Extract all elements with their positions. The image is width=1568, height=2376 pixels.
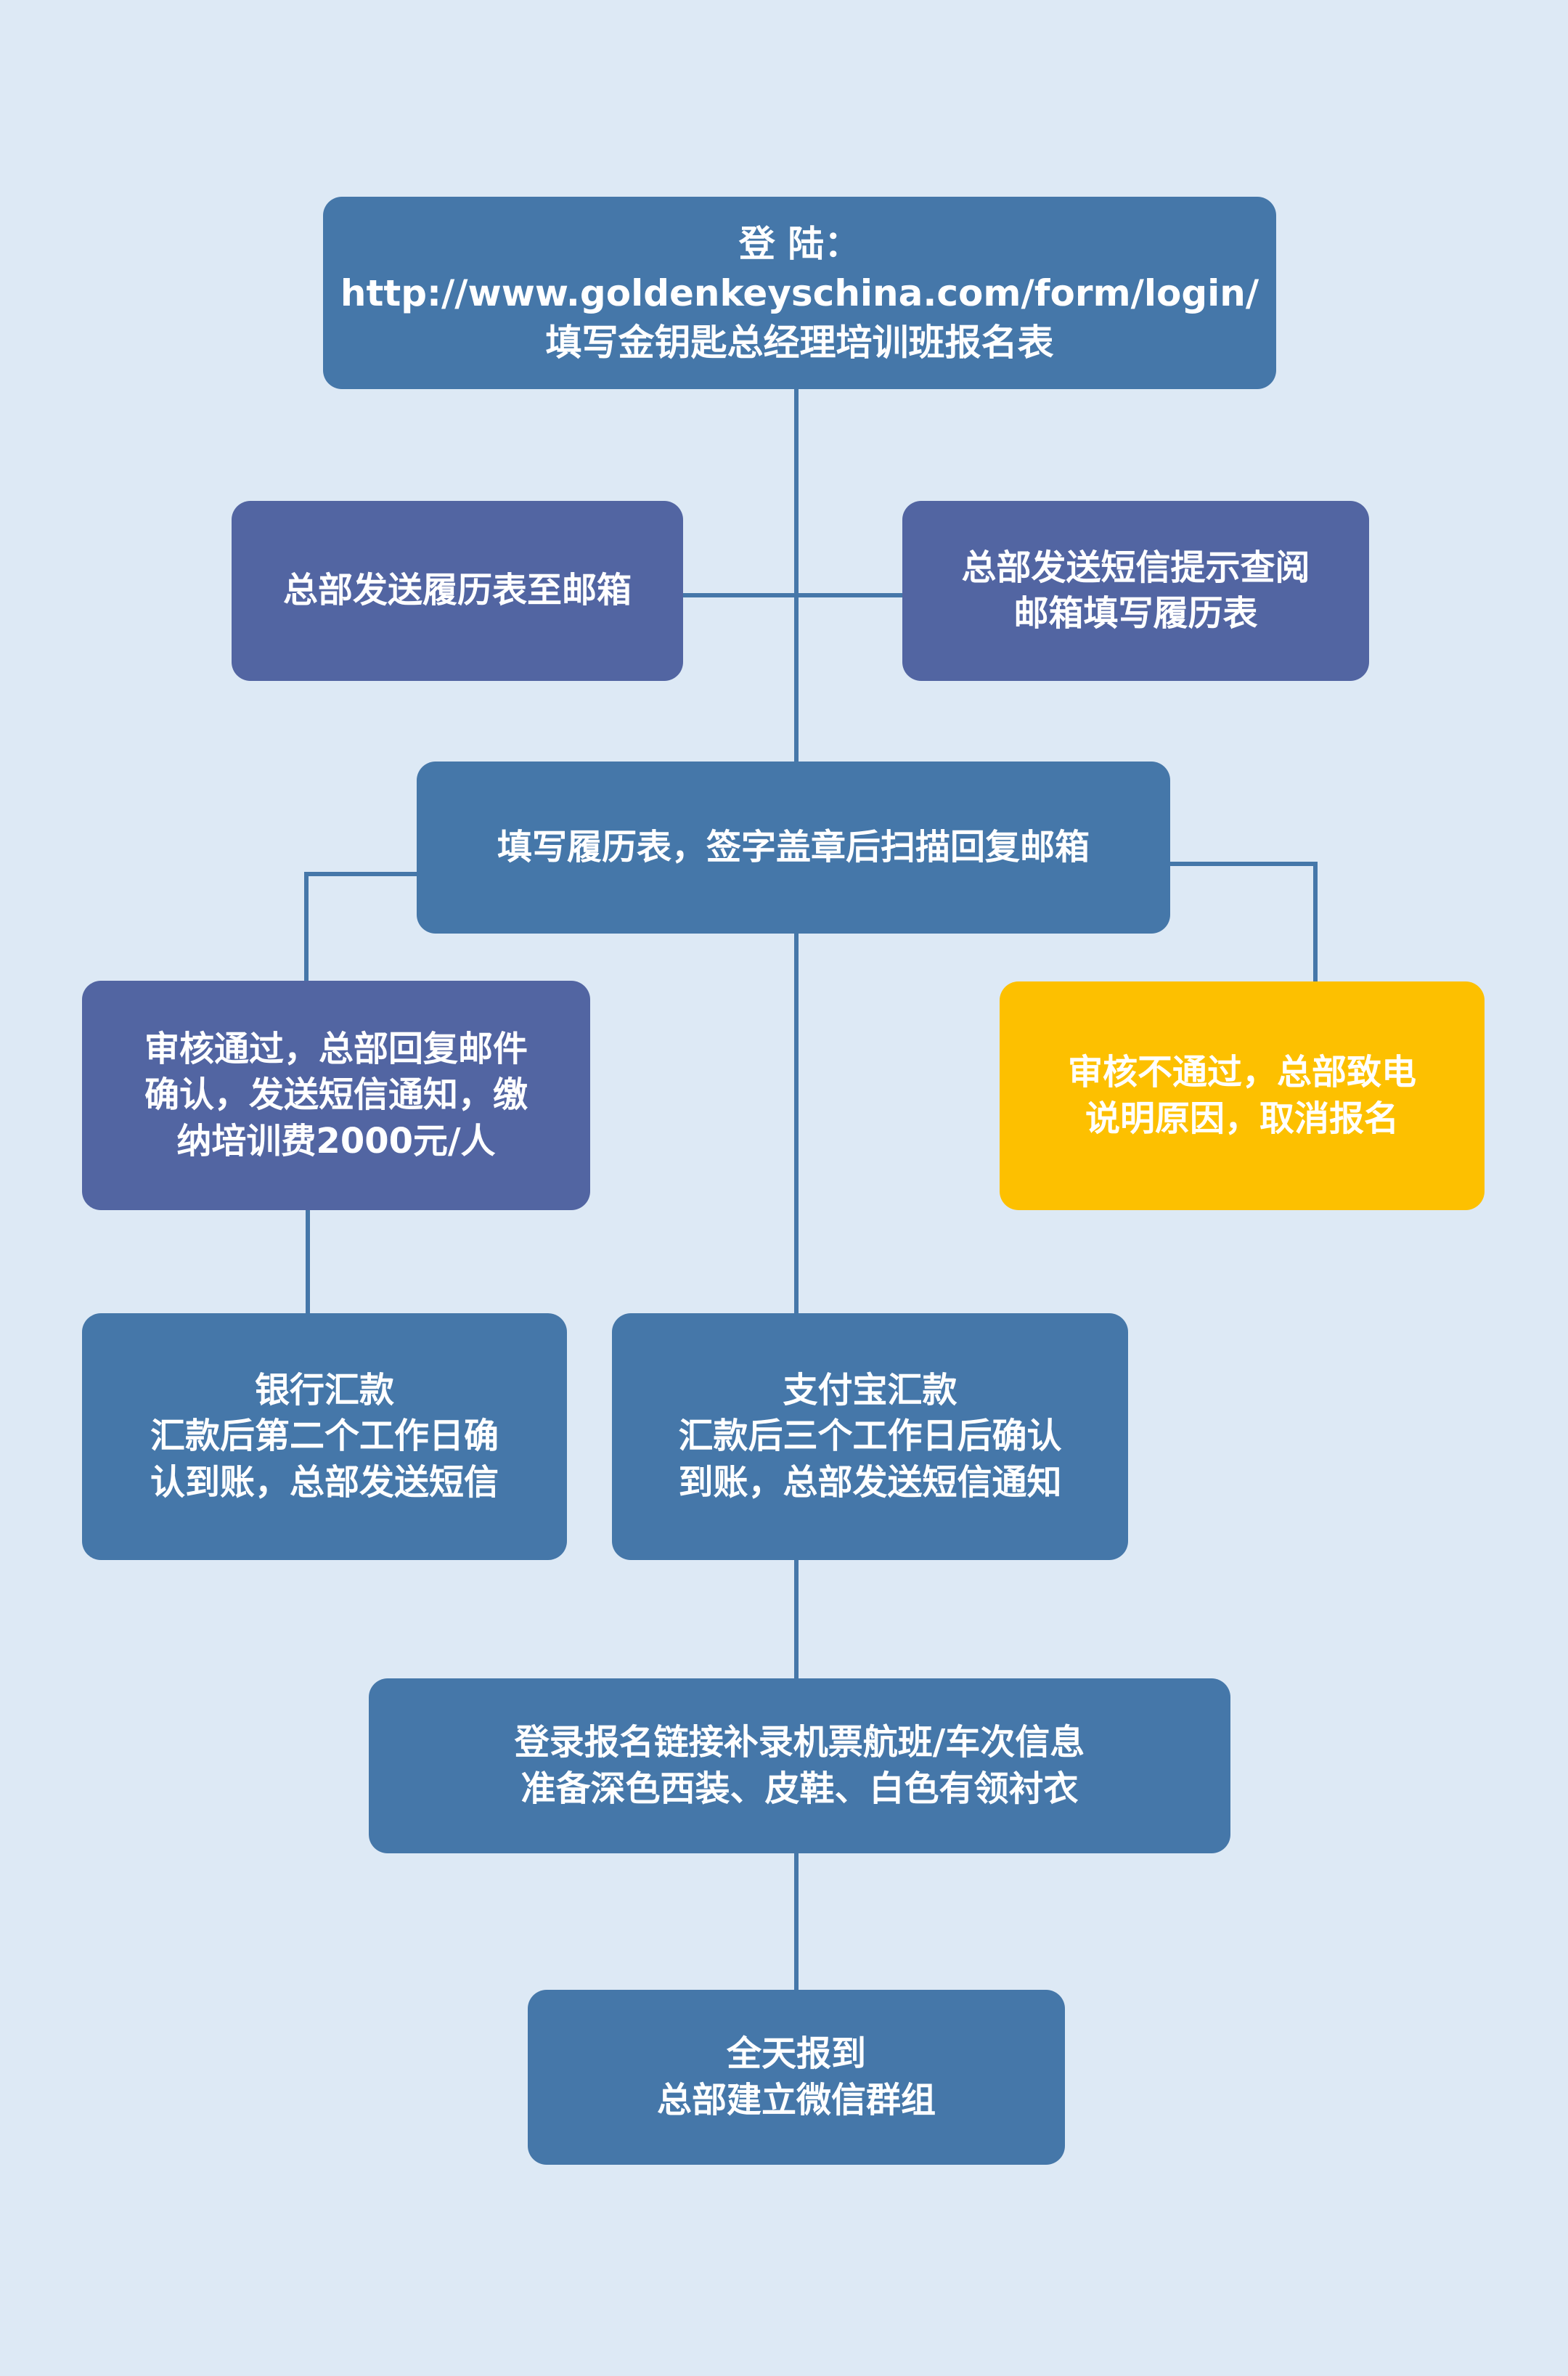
rejected-line-2: 说明原因，取消报名: [1085, 1098, 1399, 1139]
approved-line-2: 确认，发送短信通知，缴: [144, 1074, 528, 1116]
travel-info-box: 登录报名链接补录机票航班/车次信息 准备深色西装、皮鞋、白色有领衬衣: [369, 1678, 1230, 1853]
alipay-transfer-line-2: 汇款后三个工作日后确认: [678, 1416, 1062, 1457]
bank-transfer-title: 银行汇款: [254, 1369, 394, 1411]
travel-info-line-2: 准备深色西装、皮鞋、白色有领衬衣: [520, 1768, 1079, 1809]
fill-resume-text: 填写履历表，签字盖章后扫描回复邮箱: [497, 826, 1090, 867]
sms-notice-line-1: 总部发送短信提示查阅: [961, 547, 1310, 588]
login-form-title: 填写金钥匙总经理培训班报名表: [545, 321, 1054, 364]
fill-resume-box: 填写履历表，签字盖章后扫描回复邮箱: [417, 762, 1170, 934]
rejected-line-1: 审核不通过，总部致电: [1067, 1052, 1416, 1093]
approved-box: 审核通过，总部回复邮件 确认，发送短信通知，缴 纳培训费2000元/人: [82, 981, 590, 1210]
alipay-transfer-box: 支付宝汇款 汇款后三个工作日后确认 到账，总部发送短信通知: [612, 1313, 1128, 1560]
login-box: 登 陆： http://www.goldenkeyschina.com/form…: [323, 197, 1276, 389]
check-in-line-2: 总部建立微信群组: [656, 2079, 936, 2120]
connector-fill-to-approved: [304, 872, 417, 981]
approved-line-1: 审核通过，总部回复邮件: [144, 1028, 528, 1069]
login-label: 登 陆：: [738, 222, 861, 265]
alipay-transfer-line-3: 到账，总部发送短信通知: [678, 1461, 1062, 1503]
send-resume-box: 总部发送履历表至邮箱: [232, 501, 683, 681]
check-in-line-1: 全天报到: [726, 2033, 866, 2075]
send-resume-text: 总部发送履历表至邮箱: [282, 570, 632, 611]
check-in-box: 全天报到 总部建立微信群组: [528, 1990, 1065, 2165]
bank-transfer-line-2: 汇款后第二个工作日确: [150, 1416, 499, 1457]
rejected-box: 审核不通过，总部致电 说明原因，取消报名: [1000, 981, 1485, 1210]
connector-fill-to-rejected: [1169, 862, 1318, 982]
sms-notice-box: 总部发送短信提示查阅 邮箱填写履历表: [902, 501, 1369, 681]
bank-transfer-box: 银行汇款 汇款后第二个工作日确 认到账，总部发送短信: [82, 1313, 567, 1560]
alipay-transfer-title: 支付宝汇款: [783, 1369, 957, 1411]
approved-line-3: 纳培训费2000元/人: [176, 1120, 496, 1162]
travel-info-line-1: 登录报名链接补录机票航班/车次信息: [514, 1722, 1085, 1763]
login-url: http://www.goldenkeyschina.com/form/logi…: [340, 272, 1259, 314]
sms-notice-line-2: 邮箱填写履历表: [1013, 593, 1258, 634]
bank-transfer-line-3: 认到账，总部发送短信: [150, 1461, 499, 1503]
